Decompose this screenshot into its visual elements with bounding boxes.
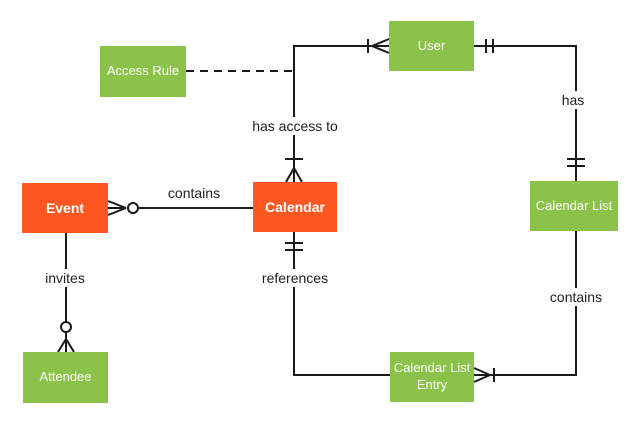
- entity-label: Event: [45, 199, 85, 216]
- relationship-line-user-calendar-list: [474, 39, 585, 181]
- double-bar-icon: [567, 158, 585, 167]
- relationship-label-references: references: [257, 269, 333, 287]
- entity-attendee[interactable]: Attendee: [23, 352, 108, 403]
- entity-access-rule[interactable]: Access Rule: [100, 46, 186, 97]
- crow-foot-many-icon: [371, 38, 390, 54]
- relationship-label-contains-event-calendar: contains: [163, 184, 225, 202]
- zero-ring-icon: [60, 321, 72, 333]
- relationship-label-has: has: [557, 91, 589, 109]
- crow-foot-many-icon: [285, 167, 303, 183]
- entity-label: Calendar: [265, 198, 325, 215]
- entity-label: Attendee: [39, 369, 92, 385]
- relationship-line-event-calendar: [107, 200, 253, 216]
- relationship-label-has-access-to: has access to: [248, 117, 342, 135]
- double-bar-icon: [285, 242, 303, 251]
- relationship-label-invites: invites: [41, 269, 89, 287]
- entity-label: Access Rule: [106, 63, 180, 79]
- entity-calendar-list-entry[interactable]: Calendar List Entry: [390, 352, 474, 402]
- crow-foot-many-icon: [473, 367, 491, 383]
- relationship-line-event-attendee: [57, 233, 75, 353]
- relationship-line-calendar-list-entry: [473, 231, 577, 383]
- entity-calendar[interactable]: Calendar: [253, 182, 337, 232]
- entity-label: Calendar List: [535, 197, 613, 213]
- entity-label: User: [417, 37, 446, 53]
- double-bar-icon: [485, 39, 494, 53]
- relationship-line-calendar-references: [285, 232, 390, 376]
- crow-foot-many-icon: [57, 338, 75, 353]
- relationship-label-contains-calendar-list: contains: [545, 288, 607, 306]
- entity-calendar-list[interactable]: Calendar List: [530, 181, 618, 231]
- zero-ring-icon: [127, 202, 139, 214]
- crow-foot-many-icon: [107, 200, 127, 216]
- entity-user[interactable]: User: [389, 21, 474, 71]
- entity-event[interactable]: Event: [22, 183, 108, 233]
- relationship-line-calendar-user: [285, 38, 390, 183]
- entity-label: Calendar List Entry: [393, 360, 471, 392]
